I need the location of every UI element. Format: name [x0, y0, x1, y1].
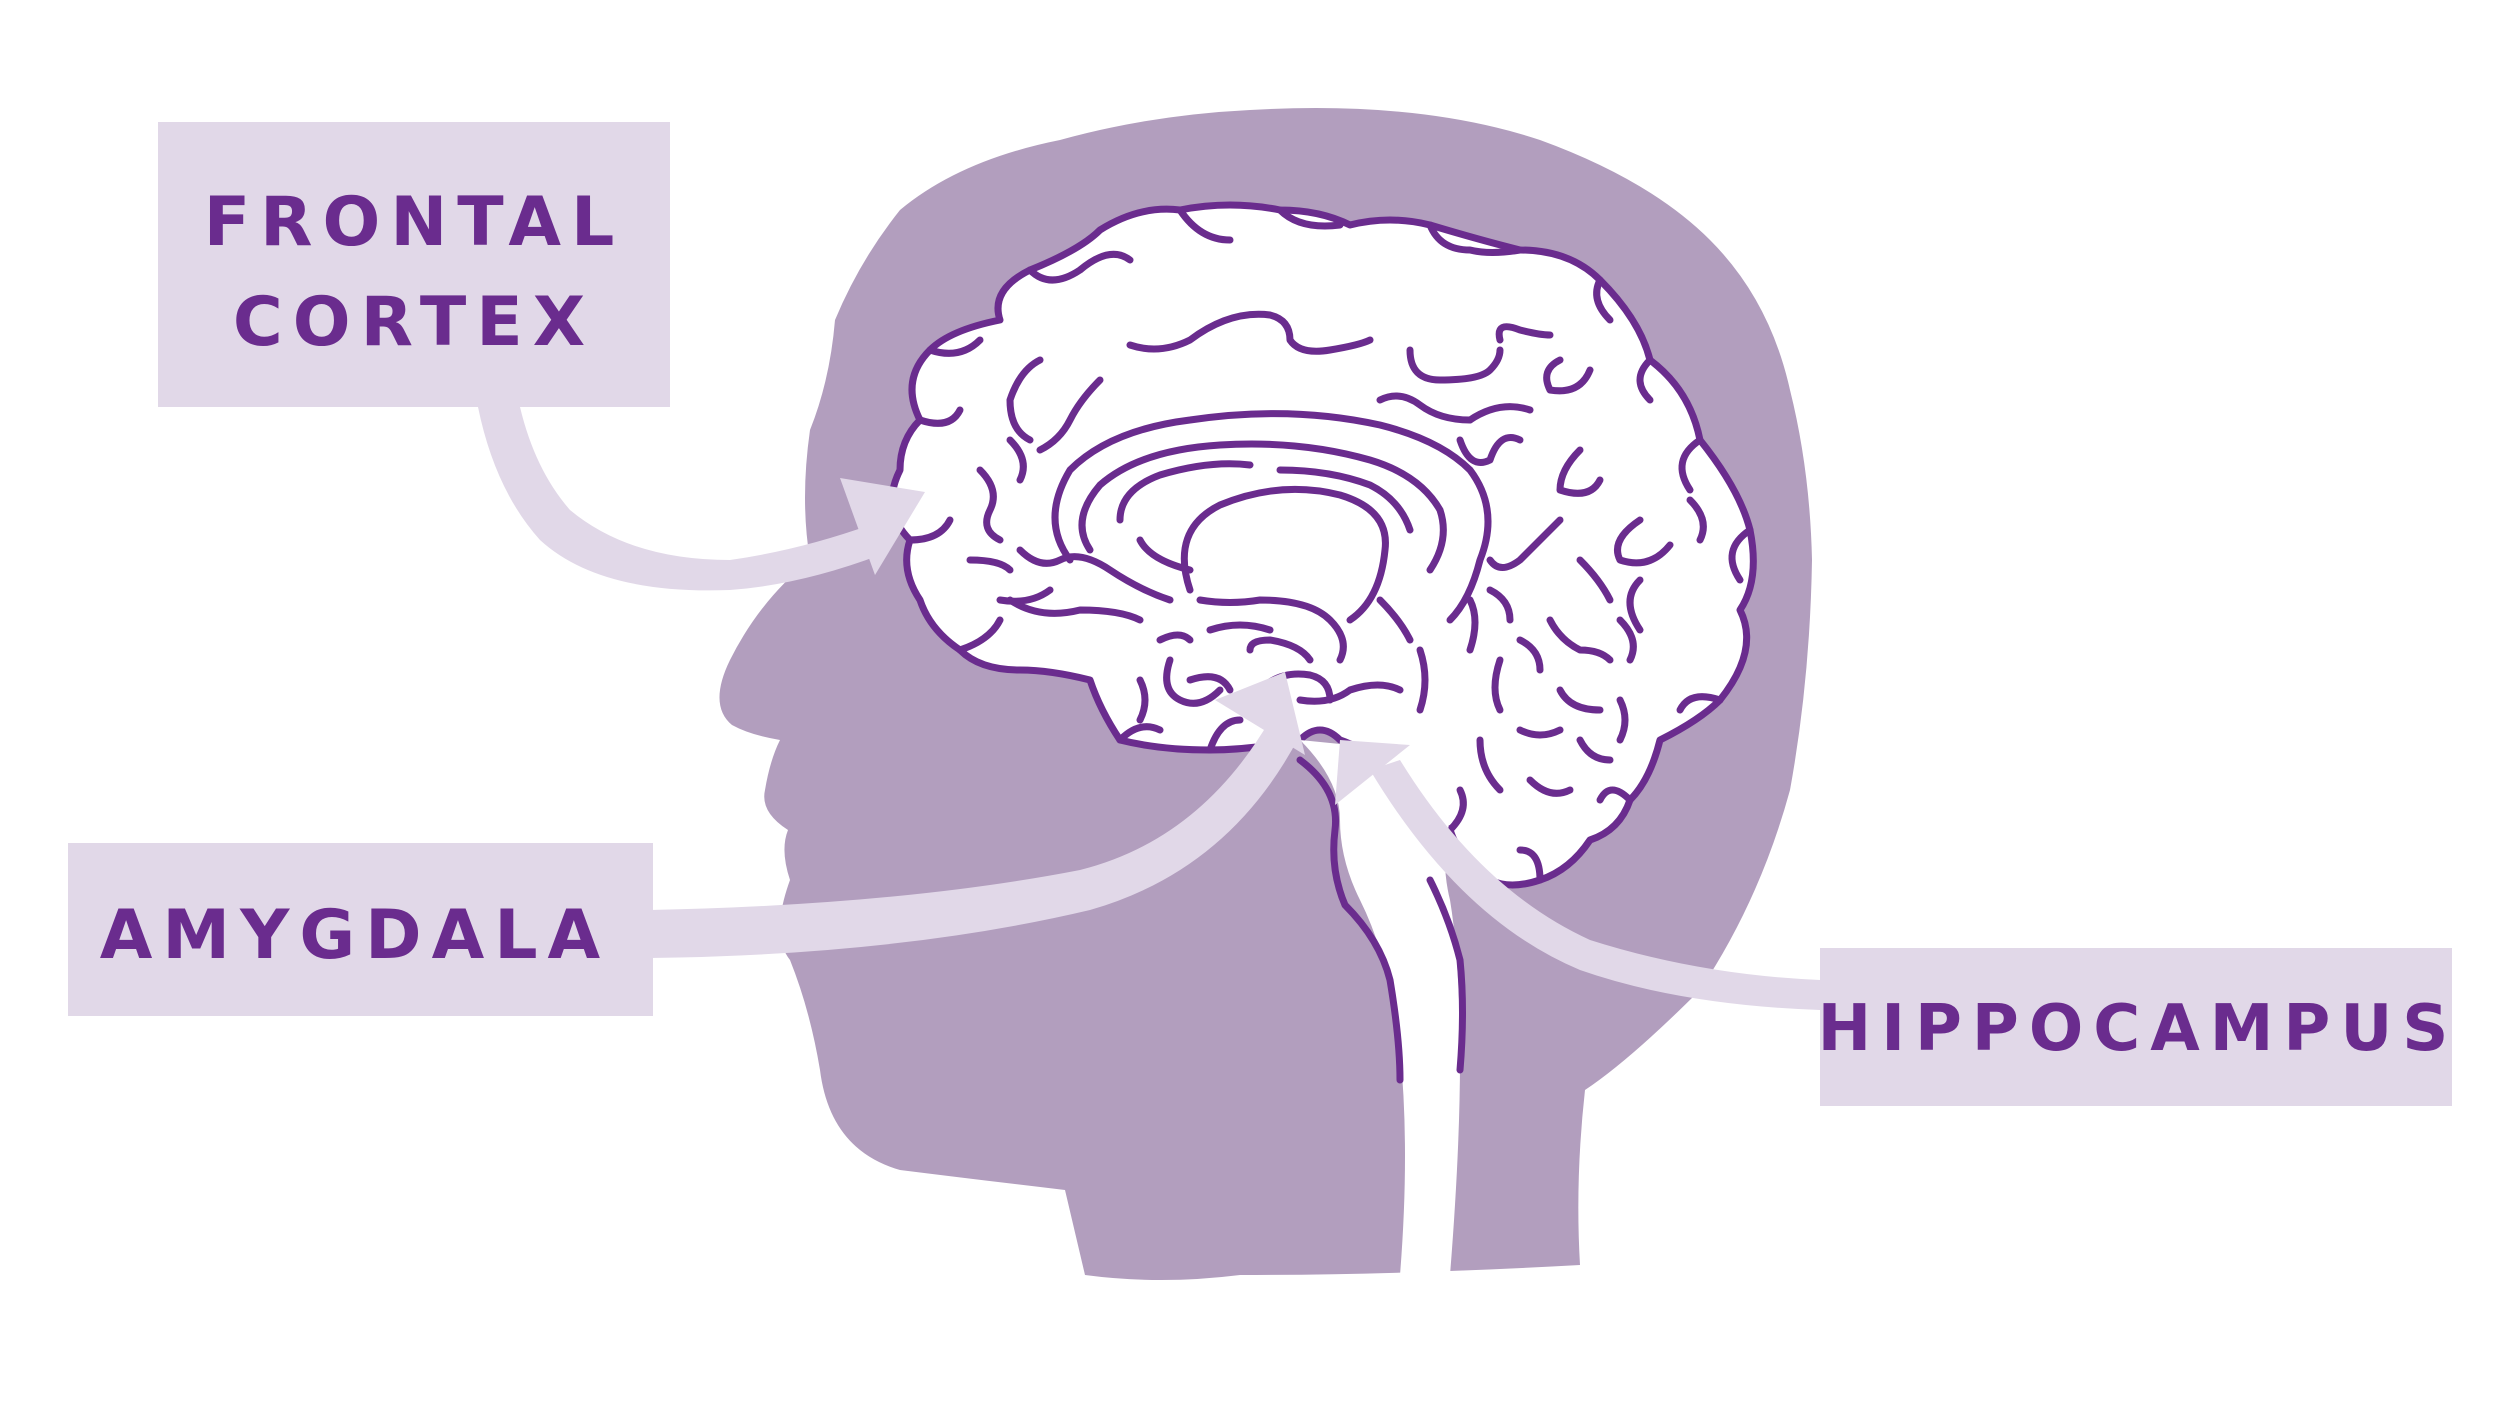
amygdala-arrow-shaft — [650, 720, 1300, 958]
hippocampus-label: HIPPOCAMPUS — [1818, 992, 2459, 1066]
frontal-cortex-label-line2: CORTEX — [233, 283, 595, 362]
brain-gyri — [906, 206, 1754, 884]
hippocampus-arrow-shaft — [1370, 760, 1820, 1010]
amygdala-box — [68, 843, 653, 1016]
limbic-structures — [1006, 410, 1492, 724]
cerebellum — [1466, 556, 1637, 797]
hippocampus-box — [1820, 948, 2452, 1106]
frontal-cortex-arrow-head — [840, 478, 925, 575]
frontal-cortex-label-line1: FRONTAL — [204, 183, 625, 262]
frontal-cortex-box — [158, 122, 670, 407]
brainstem-outline — [1296, 756, 1466, 1084]
frontal-cortex-arrow-shaft — [478, 407, 880, 591]
brain-body — [888, 201, 1757, 889]
brainstem — [1300, 740, 1460, 1275]
hippocampus-arrow-head — [1335, 740, 1410, 805]
amygdala-arrow-head — [1215, 672, 1305, 755]
amygdala-label: AMYGDALA — [100, 896, 610, 975]
